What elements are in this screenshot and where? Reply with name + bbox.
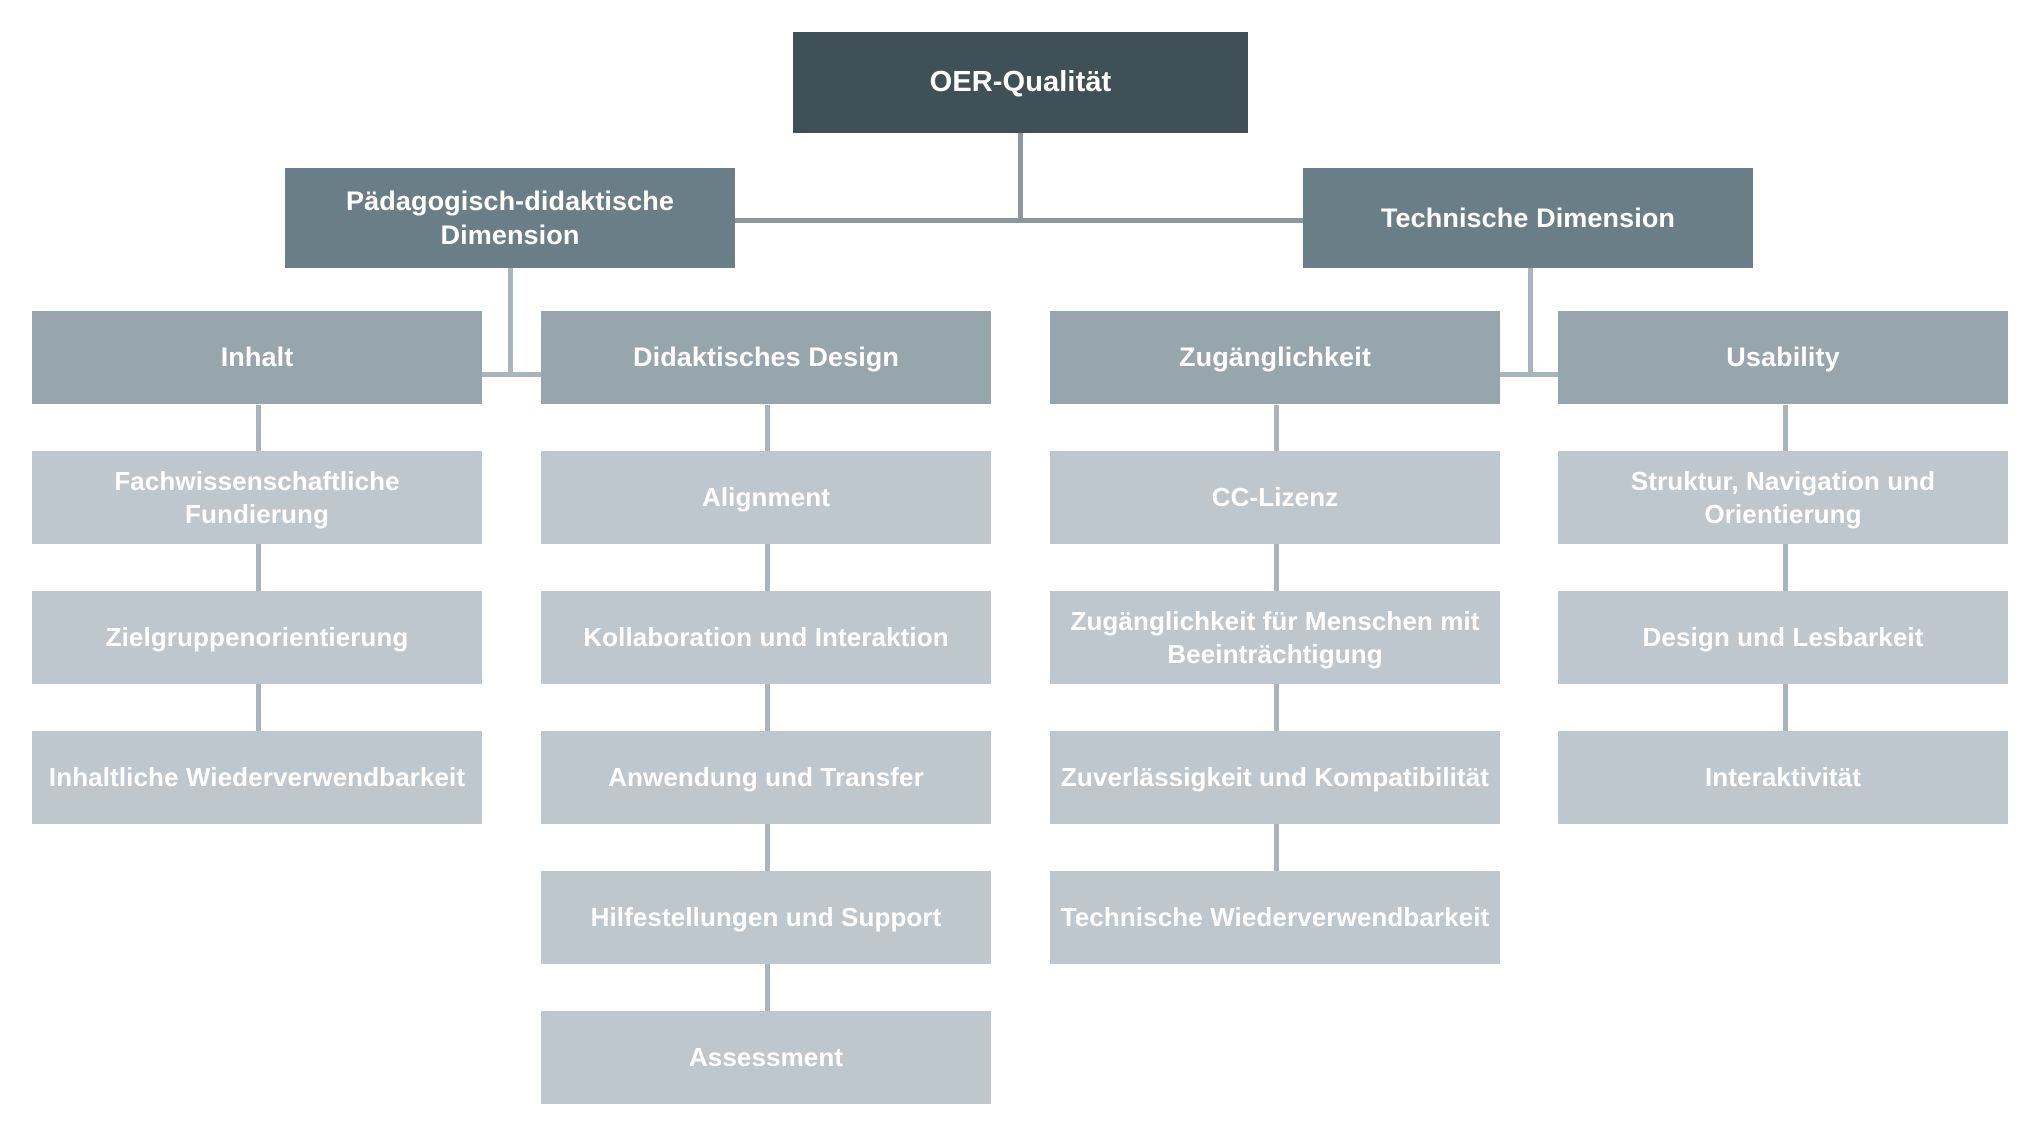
- criterion-node-label: Kollaboration und Interaktion: [583, 622, 949, 653]
- dimension-node-label: Technische Dimension: [1380, 202, 1676, 233]
- category-node-inhalt[interactable]: Inhalt: [32, 311, 482, 404]
- criterion-node-label: Alignment: [701, 482, 830, 513]
- connector-technical-categories-horizontal: [1275, 372, 1780, 377]
- criterion-node-inhaltliche-wiederverwendbarkeit[interactable]: Inhaltliche Wiederverwendbarkeit: [32, 731, 482, 824]
- root-node-label: OER-Qualität: [929, 66, 1112, 99]
- dimension-node-label: Pädagogisch-didaktische Dimension: [346, 185, 674, 250]
- connector-pedagogic-vertical: [508, 268, 513, 376]
- criterion-node-zielgruppenorientierung[interactable]: Zielgruppenorientierung: [32, 591, 482, 684]
- criterion-node-zuverlaessigkeit-und-kompatibilitaet[interactable]: Zuverlässigkeit und Kompatibilität: [1050, 731, 1500, 824]
- criterion-node-label: Interaktivität: [1704, 762, 1861, 793]
- criterion-node-label: Anwendung und Transfer: [608, 762, 924, 793]
- dimension-node-technische-dimension[interactable]: Technische Dimension: [1303, 168, 1753, 268]
- criterion-node-interaktivitaet[interactable]: Interaktivität: [1558, 731, 2008, 824]
- category-node-usability[interactable]: Usability: [1558, 311, 2008, 404]
- criterion-node-label: CC-Lizenz: [1211, 482, 1339, 513]
- category-node-label: Inhalt: [220, 342, 294, 373]
- criterion-node-label: Technische Wiederverwendbarkeit: [1060, 902, 1490, 933]
- category-node-zugaenglichkeit[interactable]: Zugänglichkeit: [1050, 311, 1500, 404]
- criterion-node-label: Inhaltliche Wiederverwendbarkeit: [48, 762, 466, 793]
- category-node-label: Usability: [1726, 342, 1840, 373]
- connector-technical-vertical: [1528, 268, 1533, 376]
- category-node-label: Zugänglichkeit: [1179, 342, 1371, 373]
- criterion-node-label: Zielgruppenorientierung: [105, 622, 409, 653]
- criterion-node-struktur-navigation-und-orientierung[interactable]: Struktur, Navigation und Orientierung: [1558, 451, 2008, 544]
- connector-dimensions-horizontal: [508, 218, 1513, 223]
- criterion-node-cc-lizenz[interactable]: CC-Lizenz: [1050, 451, 1500, 544]
- criterion-node-fachwissenschaftliche-fundierung[interactable]: Fachwissenschaftliche Fundierung: [32, 451, 482, 544]
- criterion-node-label: Fachwissenschaftliche Fundierung: [114, 465, 400, 529]
- criterion-node-design-und-lesbarkeit[interactable]: Design und Lesbarkeit: [1558, 591, 2008, 684]
- criterion-node-anwendung-und-transfer[interactable]: Anwendung und Transfer: [541, 731, 991, 824]
- criterion-node-kollaboration-und-interaktion[interactable]: Kollaboration und Interaktion: [541, 591, 991, 684]
- criterion-node-alignment[interactable]: Alignment: [541, 451, 991, 544]
- criterion-node-label: Design und Lesbarkeit: [1642, 622, 1924, 653]
- criterion-node-assessment[interactable]: Assessment: [541, 1011, 991, 1104]
- criterion-node-label: Zugänglichkeit für Menschen mit Beeinträ…: [1070, 605, 1480, 669]
- criterion-node-label: Hilfestellungen und Support: [590, 902, 942, 933]
- category-node-didaktisches-design[interactable]: Didaktisches Design: [541, 311, 991, 404]
- connector-pedagogic-categories-horizontal: [258, 372, 763, 377]
- root-node-oer-qualitaet[interactable]: OER-Qualität: [793, 32, 1248, 133]
- criterion-node-technische-wiederverwendbarkeit[interactable]: Technische Wiederverwendbarkeit: [1050, 871, 1500, 964]
- criterion-node-zugaenglichkeit-fuer-menschen-mit-beeintraechtigung[interactable]: Zugänglichkeit für Menschen mit Beeinträ…: [1050, 591, 1500, 684]
- category-node-label: Didaktisches Design: [633, 342, 899, 373]
- criterion-node-hilfestellungen-und-support[interactable]: Hilfestellungen und Support: [541, 871, 991, 964]
- connector-root-vertical: [1018, 133, 1023, 221]
- criterion-node-label: Zuverlässigkeit und Kompatibilität: [1060, 762, 1490, 793]
- criterion-node-label: Assessment: [688, 1042, 844, 1073]
- dimension-node-paedagogisch-didaktische-dimension[interactable]: Pädagogisch-didaktische Dimension: [285, 168, 735, 268]
- criterion-node-label: Struktur, Navigation und Orientierung: [1630, 465, 1936, 529]
